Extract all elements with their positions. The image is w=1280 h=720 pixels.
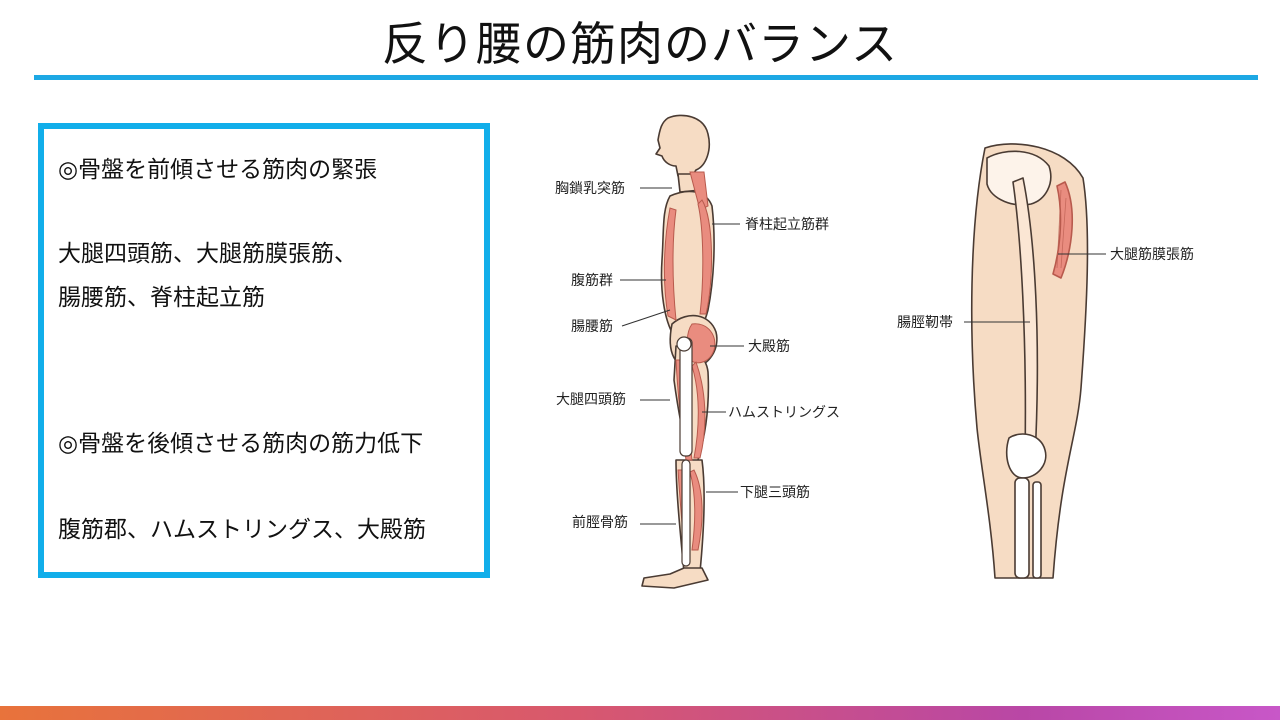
text-box: ◎骨盤を前傾させる筋肉の緊張 大腿四頭筋、大腿筋膜張筋、 腸腰筋、脊柱起立筋 ◎… <box>38 123 490 578</box>
label-hamstrings: ハムストリングス <box>728 405 840 421</box>
label-tibialis-anterior: 前脛骨筋 <box>572 515 628 531</box>
body-side-illustration <box>641 114 718 589</box>
leader-lines-left <box>620 187 744 525</box>
heading-anterior-tilt: ◎骨盤を前傾させる筋肉の緊張 <box>58 157 378 183</box>
label-iliotibial-band: 腸脛靭帯 <box>897 315 953 331</box>
label-triceps-surae: 下腿三頭筋 <box>740 485 810 501</box>
label-quadriceps: 大腿四頭筋 <box>556 392 626 408</box>
text-line-1: 大腿四頭筋、大腿筋膜張筋、 <box>58 241 357 267</box>
text-line-3: 腹筋郡、ハムストリングス、大殿筋 <box>58 517 426 543</box>
leader-lines-right <box>964 253 1106 323</box>
leg-lateral-illustration <box>970 143 1089 579</box>
label-gluteus-maximus: 大殿筋 <box>748 339 790 355</box>
title-underline <box>34 75 1258 80</box>
label-erector-spinae: 脊柱起立筋群 <box>745 217 829 233</box>
label-abdominal: 腹筋群 <box>571 273 613 289</box>
slide-title: 反り腰の筋肉のバランス <box>381 17 899 71</box>
label-tensor-fasciae-latae: 大腿筋膜張筋 <box>1110 247 1194 263</box>
label-sternocleidomastoid: 胸鎖乳突筋 <box>555 181 625 197</box>
bottom-gradient-bar <box>0 706 1280 720</box>
text-line-2: 腸腰筋、脊柱起立筋 <box>58 285 265 311</box>
label-iliopsoas: 腸腰筋 <box>571 319 613 335</box>
heading-posterior-tilt: ◎骨盤を後傾させる筋肉の筋力低下 <box>58 431 424 457</box>
